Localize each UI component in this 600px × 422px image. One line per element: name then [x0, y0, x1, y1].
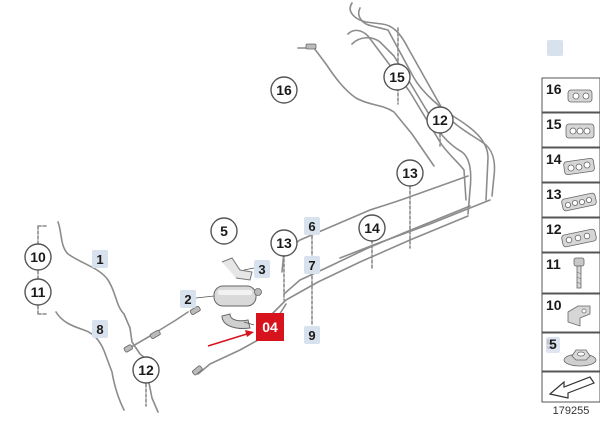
bolt-icon	[573, 257, 585, 289]
clip-13-icon	[561, 192, 597, 212]
line-main-3	[339, 199, 491, 259]
highlight-callout-04[interactable]: 04	[256, 313, 284, 341]
svg-text:16: 16	[546, 81, 562, 97]
svg-text:6: 6	[308, 219, 315, 234]
callout-11[interactable]: 11	[24, 278, 52, 306]
legend-direction-box	[541, 371, 600, 403]
bracket-5	[221, 257, 253, 281]
line-rear-inner	[351, 36, 472, 215]
svg-text:11: 11	[31, 284, 46, 300]
circle-callouts: 16 15 12 13 14 13 5 10	[24, 63, 454, 384]
svg-text:11: 11	[546, 256, 561, 272]
svg-text:10: 10	[546, 297, 562, 313]
clip-12-icon	[561, 228, 597, 248]
line-rear-outer	[349, 2, 496, 197]
callout-7[interactable]: 7	[304, 256, 320, 274]
legend-item-16[interactable]: 16	[541, 77, 600, 113]
callout-2[interactable]: 2	[180, 290, 196, 308]
line-rear-mid	[357, 7, 489, 201]
svg-text:12: 12	[432, 112, 448, 128]
svg-text:13: 13	[402, 165, 418, 181]
svg-text:3: 3	[258, 262, 265, 277]
legend-header-square	[547, 40, 563, 56]
fuel-pump-assembly	[123, 43, 317, 376]
callout-14[interactable]: 14	[358, 214, 386, 242]
legend-item-15[interactable]: 15	[541, 112, 600, 148]
callout-13-upper[interactable]: 13	[396, 159, 424, 187]
svg-text:15: 15	[546, 116, 562, 132]
svg-text:12: 12	[546, 221, 562, 237]
svg-text:7: 7	[308, 258, 315, 273]
clip-16-icon	[567, 89, 593, 103]
line-main-2	[283, 205, 471, 295]
svg-text:5: 5	[549, 336, 557, 352]
clip-14-icon	[563, 157, 595, 176]
svg-text:16: 16	[276, 82, 292, 98]
diagram-number: 179255	[553, 405, 590, 417]
callout-15[interactable]: 15	[383, 63, 411, 91]
fuel-pump-body	[213, 285, 257, 307]
svg-text:15: 15	[389, 69, 405, 85]
line-rear-inner2	[347, 29, 467, 201]
svg-text:8: 8	[96, 322, 103, 337]
svg-text:13: 13	[546, 186, 562, 202]
callout-8[interactable]: 8	[92, 320, 108, 338]
clip-15-icon	[565, 123, 595, 139]
parts-legend: 16 15 14	[541, 40, 600, 403]
svg-text:14: 14	[546, 151, 562, 167]
pump-clamp	[221, 313, 251, 329]
nut-icon	[563, 349, 597, 367]
legend-item-14[interactable]: 14	[541, 147, 600, 183]
callout-6[interactable]: 6	[304, 217, 320, 235]
direction-arrow-icon	[548, 376, 595, 399]
callout-9[interactable]: 9	[304, 326, 320, 344]
line-front-cross	[125, 311, 189, 351]
legend-item-5[interactable]: 5 5	[541, 332, 600, 372]
legend-item-11[interactable]: 11	[541, 252, 600, 294]
line-8	[55, 311, 125, 411]
line-1	[57, 221, 131, 329]
svg-text:2: 2	[184, 292, 191, 307]
svg-text:14: 14	[364, 220, 380, 236]
svg-text:13: 13	[276, 235, 292, 251]
callout-12-upper[interactable]: 12	[426, 106, 454, 134]
callout-10[interactable]: 10	[24, 243, 52, 271]
legend-item-13[interactable]: 13	[541, 182, 600, 218]
callout-13-lower[interactable]: 13	[270, 229, 298, 257]
callout-5[interactable]: 5	[210, 217, 238, 245]
callout-16[interactable]: 16	[270, 76, 298, 104]
line-16	[297, 47, 435, 167]
pump-connector	[254, 288, 262, 296]
highlight-arrow	[207, 330, 254, 347]
svg-text:10: 10	[30, 249, 46, 265]
svg-text:9: 9	[308, 328, 315, 343]
fuel-lines	[37, 2, 496, 413]
bracket-icon	[567, 305, 591, 327]
callout-12-lower[interactable]: 12	[132, 356, 160, 384]
svg-text:5: 5	[220, 223, 228, 239]
svg-text:04: 04	[262, 319, 278, 335]
legend-item-10[interactable]: 10	[541, 293, 600, 333]
line-main-4	[197, 215, 469, 375]
square-callouts: 1 2 3 6 7 8 9	[92, 217, 320, 344]
callout-3[interactable]: 3	[254, 260, 270, 278]
svg-text:12: 12	[138, 362, 154, 378]
square-leaders	[195, 267, 255, 326]
callout-1[interactable]: 1	[92, 250, 108, 268]
legend-item-12[interactable]: 12	[541, 217, 600, 253]
svg-text:1: 1	[96, 252, 103, 267]
